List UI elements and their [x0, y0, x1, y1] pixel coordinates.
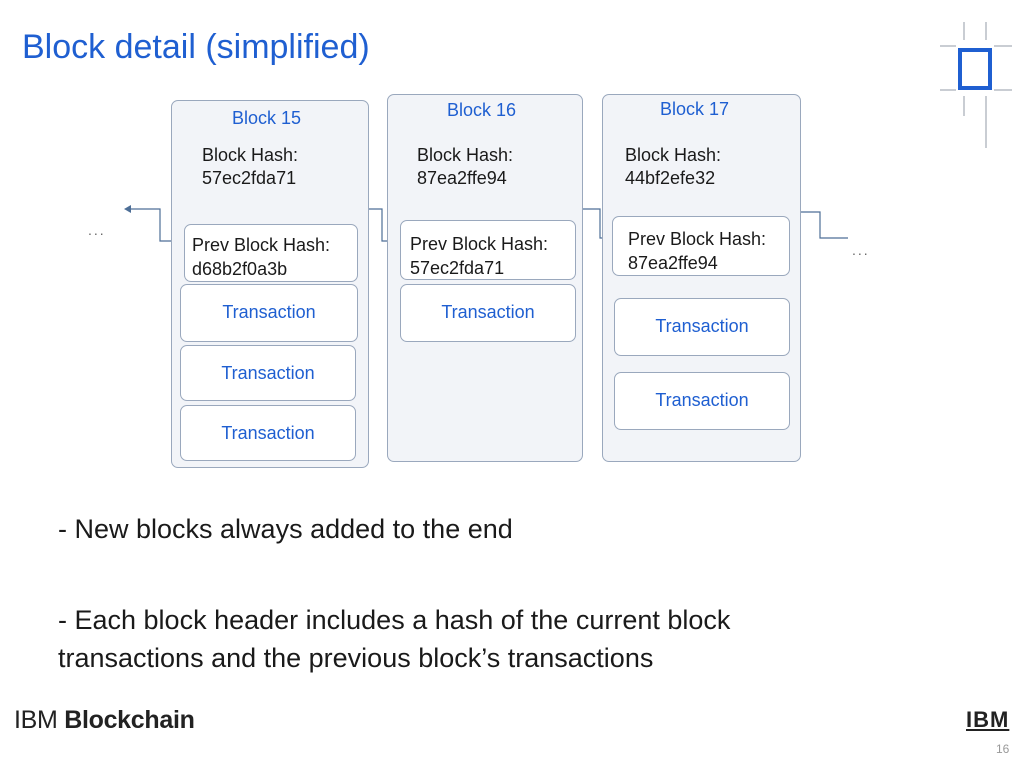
prev-hash-label: Prev Block Hash:	[192, 235, 331, 255]
bullet-text: - Each block header includes a hash of t…	[58, 605, 731, 673]
transaction-box: Transaction	[400, 284, 576, 342]
block-hash-label: Block Hash:	[202, 145, 299, 165]
transaction-box: Transaction	[614, 372, 790, 430]
bullet-text: - New blocks always added to the end	[58, 514, 513, 544]
block-hash-value: 44bf2efe32	[625, 168, 716, 188]
prev-hash-label: Prev Block Hash:	[410, 234, 549, 254]
ibm-blockchain-logo: IBM Blockchain	[14, 706, 195, 734]
block-hash-label: Block Hash:	[417, 145, 514, 165]
prev-hash-box	[400, 220, 576, 280]
block-hash-value: 87ea2ffe94	[417, 168, 507, 188]
page-title: Block detail (simplified)	[22, 28, 370, 66]
transaction-box: Transaction	[180, 345, 356, 401]
block-label: Block 17	[660, 99, 730, 119]
ibm-logo: IBM	[966, 707, 1010, 732]
right-ellipsis: ...	[852, 242, 870, 258]
block-label: Block 16	[447, 100, 517, 120]
prev-hash-label: Prev Block Hash:	[628, 229, 767, 249]
prev-hash-value: 57ec2fda71	[410, 258, 505, 278]
block-hash-value: 57ec2fda71	[202, 168, 297, 188]
transaction-box: Transaction	[180, 405, 356, 461]
prev-hash-value: 87ea2ffe94	[628, 253, 718, 273]
transaction-box: Transaction	[614, 298, 790, 356]
block-label: Block 15	[232, 108, 302, 128]
prev-hash-box	[184, 224, 358, 282]
transaction-box: Transaction	[180, 284, 358, 342]
left-ellipsis: ...	[88, 222, 106, 238]
block-hash-label: Block Hash:	[625, 145, 722, 165]
prev-hash-value: d68b2f0a3b	[192, 259, 288, 279]
page-number: 16	[996, 742, 1010, 756]
prev-hash-box	[612, 216, 790, 276]
